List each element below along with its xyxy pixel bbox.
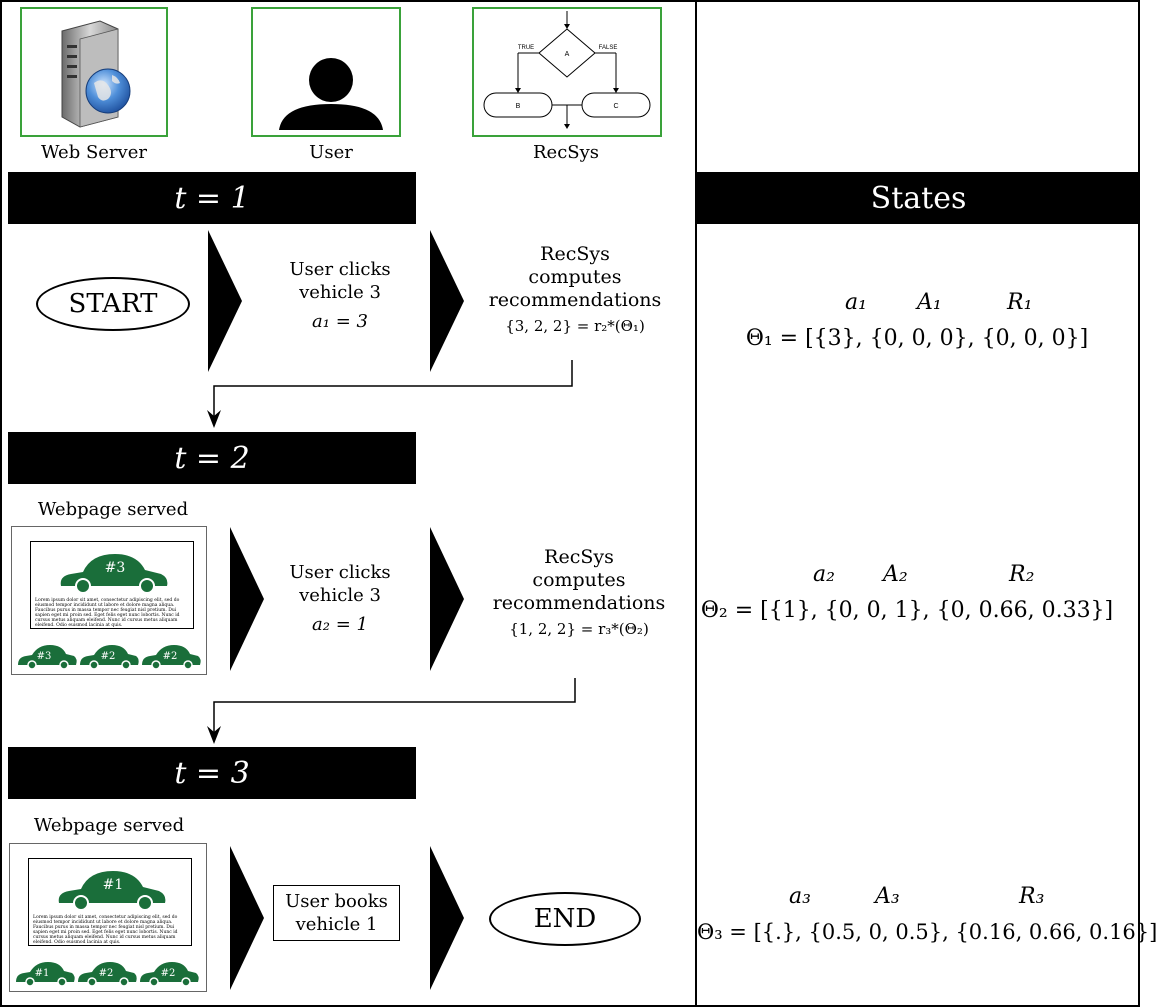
web-server-icon-box: [20, 7, 168, 137]
webpage-main-card-3: #1 Lorem ipsum dolor sit amet, consectet…: [28, 858, 192, 946]
connector-1-to-2: [207, 360, 573, 428]
car-image-main-3: #1: [58, 871, 166, 911]
states-header: States: [697, 172, 1140, 224]
state-1-a: a₁: [845, 290, 867, 315]
webpage-thumbnail-2: #3 Lorem ipsum dolor sit amet, consectet…: [11, 526, 207, 675]
car-image-main-2: #3: [60, 554, 168, 594]
car-thumb-label-2-1: #3: [37, 651, 52, 662]
user-icon: [279, 58, 383, 130]
step1-action: a₁ = 3: [312, 311, 368, 332]
step2-user-action: User clicks vehicle 3 a₂ = 1: [260, 561, 420, 636]
step2-user-line1: User clicks: [289, 562, 391, 583]
timestep-bar-2: t = 2: [8, 432, 416, 484]
step2-served-label: Webpage served: [37, 499, 189, 520]
arrow-chevron-1b: [430, 230, 464, 372]
states-header-label: States: [870, 180, 967, 216]
flowchart-node-b: B: [516, 103, 521, 110]
step2-recsys: RecSys computes recommendations {1, 2, 2…: [474, 546, 684, 641]
car-label-main-2: #3: [105, 560, 126, 576]
car-thumb-2-3: #2: [142, 645, 201, 670]
step3-user-action: User books vehicle 1: [273, 885, 400, 941]
connector-2-to-3: [207, 678, 576, 744]
step2-recsys-line3: recommendations: [492, 592, 666, 614]
webpage-body-text-2: Lorem ipsum dolor sit amet, consectetur …: [35, 598, 180, 628]
web-server-caption: Web Server: [41, 142, 147, 163]
step3-served-label: Webpage served: [33, 815, 185, 836]
car-thumb-label-2-3: #2: [163, 651, 178, 662]
step2-rec-formula: {1, 2, 2} = r₃*(Θ₂): [509, 620, 649, 638]
state-3-R: R₃: [1019, 884, 1045, 909]
arrow-chevron-2b: [430, 527, 464, 671]
step3-user-line1: User books: [285, 891, 388, 912]
step1-recsys: RecSys computes recommendations {3, 2, 2…: [470, 243, 680, 338]
flowchart-node-a: A: [565, 51, 570, 58]
start-label: START: [68, 289, 158, 319]
recsys-caption: RecSys: [532, 142, 600, 163]
state-2: a₂ A₂ R₂ Θ₂ = [{1}, {0, 0, 1}, {0, 0.66,…: [697, 562, 1140, 632]
state-3: a₃ A₃ R₃ Θ₃ = [{.}, {0.5, 0, 0.5}, {0.16…: [697, 884, 1157, 954]
end-label: END: [533, 904, 597, 934]
state-2-R: R₂: [1009, 562, 1035, 587]
start-oval: START: [36, 277, 190, 331]
state-2-A: A₂: [883, 562, 908, 587]
car-label-main-3: #1: [103, 877, 124, 893]
car-thumb-2-2: #2: [80, 645, 139, 670]
car-thumbnails-3: #1 #2 #2: [16, 962, 199, 987]
user-caption: User: [309, 142, 353, 163]
step2-action: a₂ = 1: [312, 614, 368, 635]
webpage-thumbnail-3: #1 Lorem ipsum dolor sit amet, consectet…: [9, 843, 207, 992]
step1-recsys-line3: recommendations: [488, 289, 662, 311]
car-thumb-label-2-2: #2: [101, 651, 116, 662]
flowchart-false-label: FALSE: [599, 45, 618, 51]
state-1: a₁ A₁ R₁ Θ₁ = [{3}, {0, 0, 0}, {0, 0, 0}…: [697, 290, 1140, 360]
car-thumb-3-2: #2: [78, 962, 137, 987]
state-1-A: A₁: [917, 290, 942, 315]
car-thumb-label-3-1: #1: [35, 968, 50, 979]
end-oval: END: [489, 892, 641, 946]
step1-user-line2: vehicle 3: [299, 282, 381, 303]
webpage-main-card-2: #3 Lorem ipsum dolor sit amet, consectet…: [30, 541, 194, 629]
flowchart-icon: A TRUE FALSE B C: [483, 11, 651, 129]
car-thumb-3-1: #1: [16, 962, 75, 987]
timestep-label-1: t = 1: [174, 180, 250, 216]
step1-user-action: User clicks vehicle 3 a₁ = 3: [250, 258, 430, 333]
timestep-bar-3: t = 3: [8, 747, 416, 799]
step1-user-line1: User clicks: [289, 259, 391, 280]
column-divider: [695, 0, 697, 1005]
car-thumb-2-1: #3: [18, 645, 77, 670]
arrow-chevron-2a: [230, 527, 264, 671]
webpage-body-text-3: Lorem ipsum dolor sit amet, consectetur …: [33, 915, 178, 945]
step2-user-line2: vehicle 3: [299, 585, 381, 606]
step1-recsys-line1: RecSys: [540, 243, 610, 265]
web-server-icon: [61, 20, 131, 128]
flowchart-node-c: C: [613, 103, 618, 110]
state-3-theta: Θ₃ = [{.}, {0.5, 0, 0.5}, {0.16, 0.66, 0…: [697, 920, 1157, 944]
arrow-chevron-1a: [208, 230, 242, 372]
car-thumb-label-3-3: #2: [161, 968, 176, 979]
user-icon-box: [251, 7, 401, 137]
state-2-a: a₂: [813, 562, 835, 587]
step2-recsys-line2: computes: [532, 569, 626, 591]
timestep-label-3: t = 3: [174, 755, 250, 791]
state-2-theta: Θ₂ = [{1}, {0, 0, 1}, {0, 0.66, 0.33}]: [700, 598, 1114, 623]
car-thumb-label-3-2: #2: [99, 968, 114, 979]
state-3-a: a₃: [789, 884, 811, 909]
step1-rec-formula: {3, 2, 2} = r₂*(Θ₁): [505, 317, 645, 335]
state-1-R: R₁: [1007, 290, 1033, 315]
recsys-icon-box: A TRUE FALSE B C: [472, 7, 662, 137]
step2-recsys-line1: RecSys: [544, 546, 614, 568]
arrow-chevron-3b: [430, 846, 464, 990]
state-3-A: A₃: [875, 884, 900, 909]
step3-user-line2: vehicle 1: [295, 914, 378, 935]
car-thumbnails-2: #3 #2 #2: [18, 645, 201, 670]
arrow-chevron-3a: [230, 846, 264, 990]
flowchart-true-label: TRUE: [518, 45, 534, 51]
car-thumb-3-3: #2: [140, 962, 199, 987]
state-1-theta: Θ₁ = [{3}, {0, 0, 0}, {0, 0, 0}]: [745, 326, 1089, 351]
timestep-label-2: t = 2: [174, 440, 250, 476]
timestep-bar-1: t = 1: [8, 172, 416, 224]
step1-recsys-line2: computes: [528, 266, 622, 288]
